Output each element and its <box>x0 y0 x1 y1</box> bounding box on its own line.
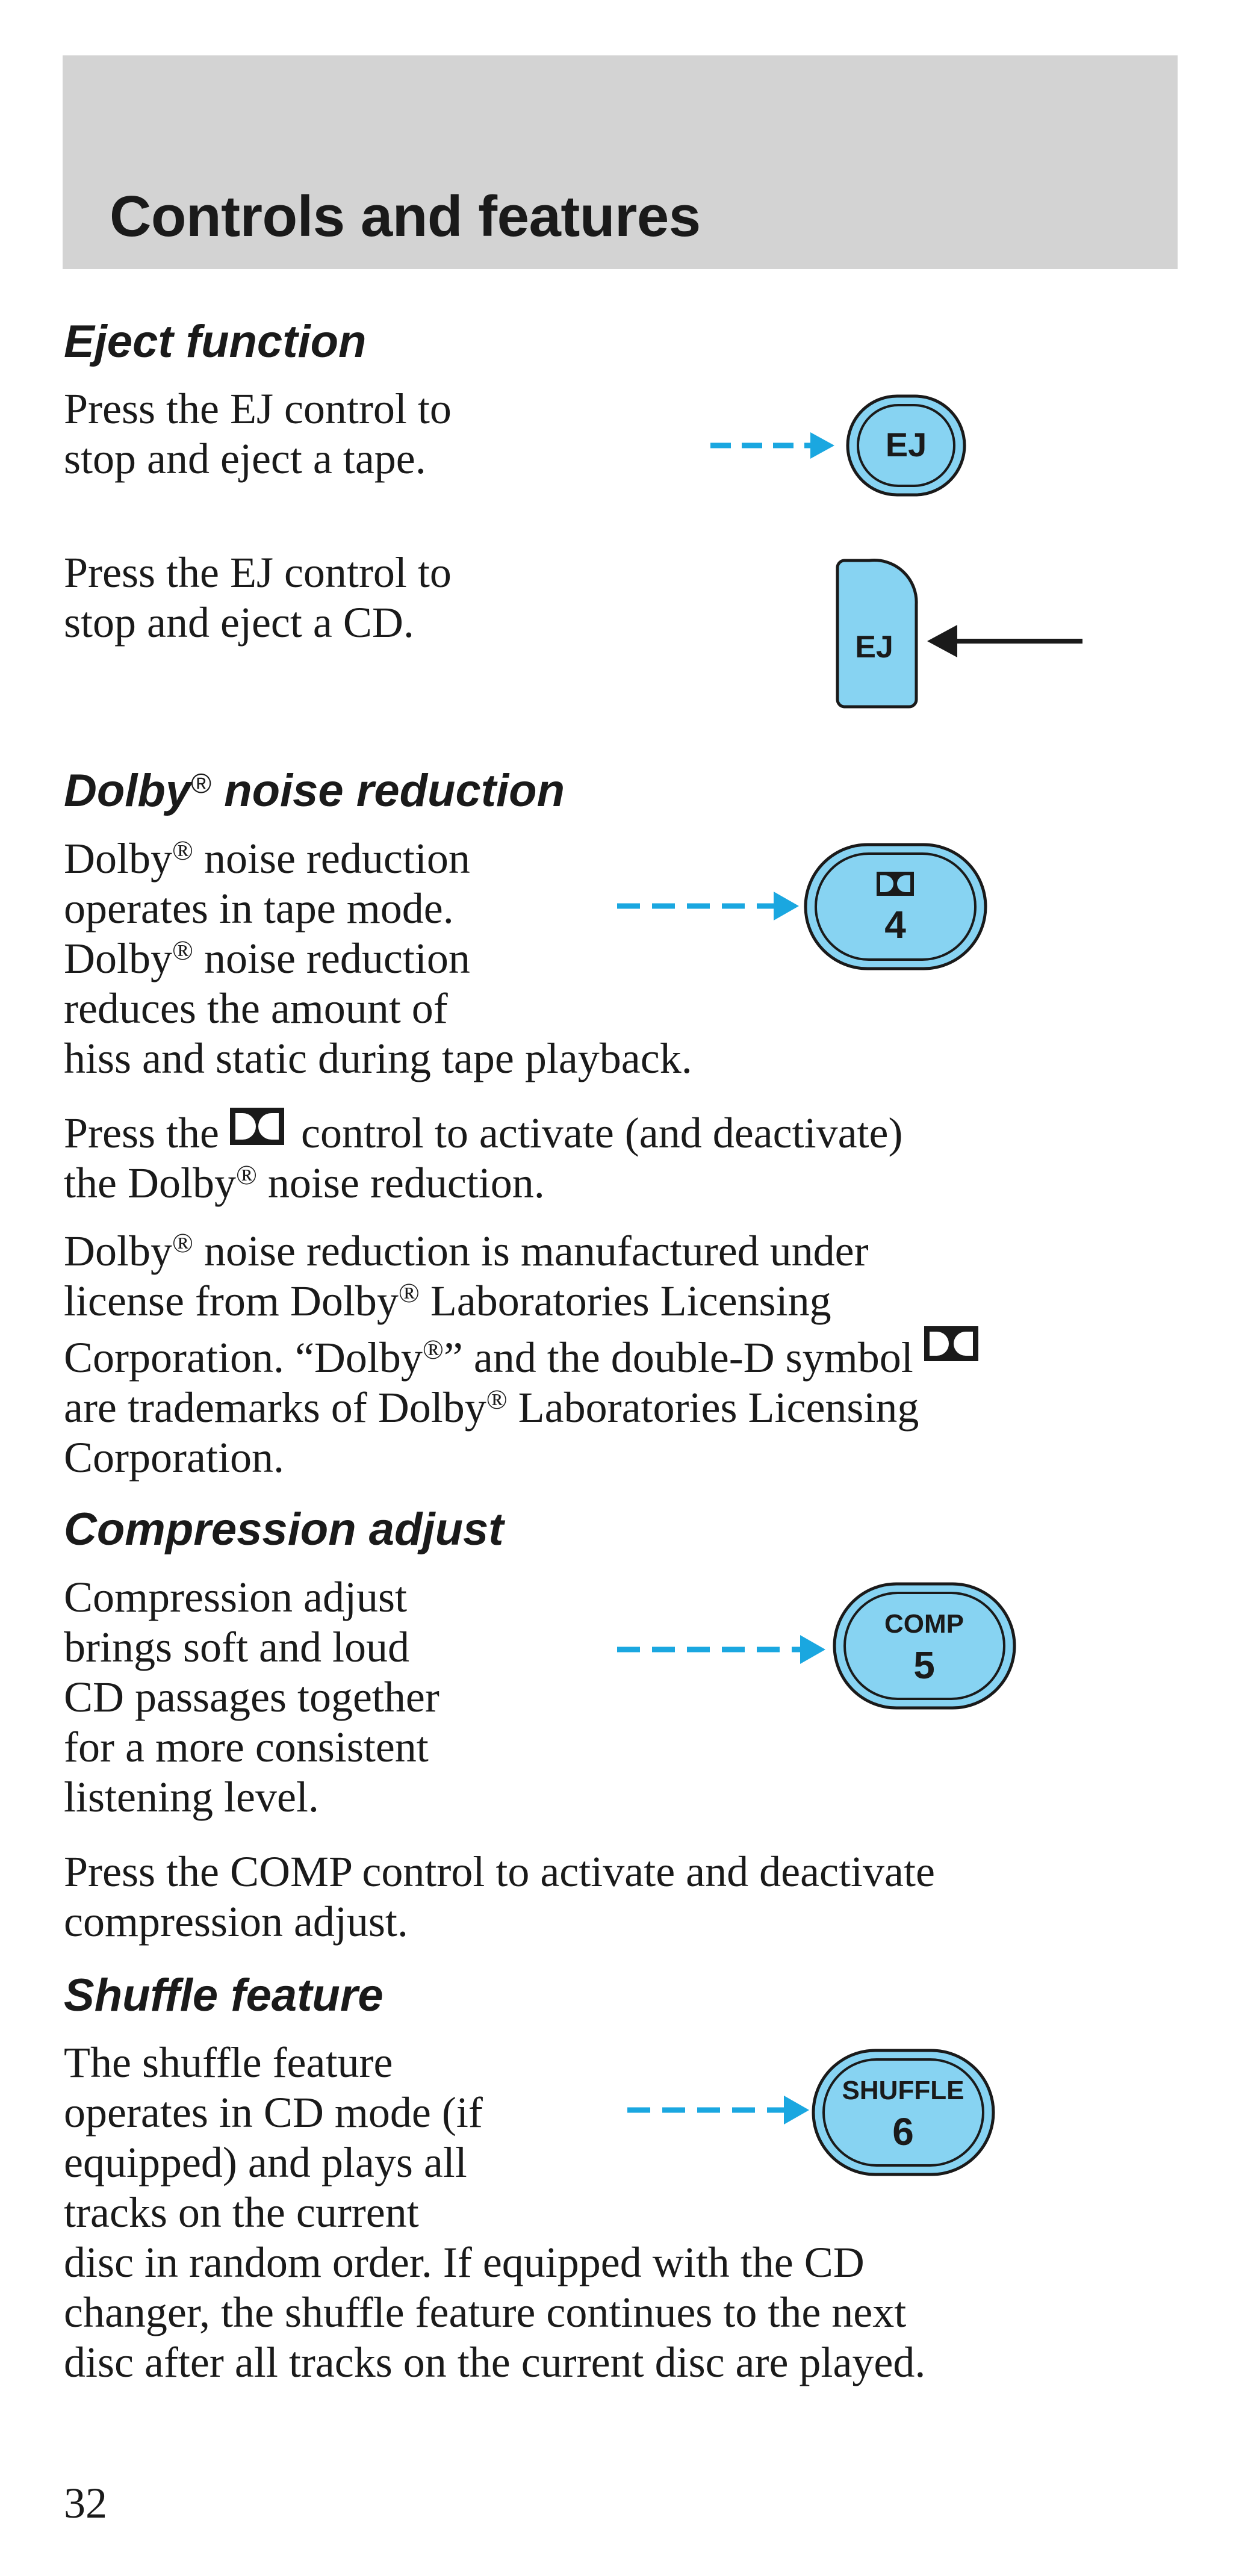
eject-cd-button[interactable]: EJ <box>836 559 920 709</box>
dolby-double-d-icon <box>924 1326 978 1361</box>
dashed-arrow-icon <box>617 892 799 920</box>
shuffle-heading: Shuffle feature <box>64 1970 384 2021</box>
eject-heading: Eject function <box>64 316 367 367</box>
dashed-arrow-icon <box>627 2096 809 2124</box>
solid-arrow-icon <box>927 625 1082 657</box>
dolby-paragraph-2: Press the control to activate (and deact… <box>64 1108 903 1207</box>
eject-tape-text: Press the EJ control to stop and eject a… <box>64 385 452 483</box>
comp-button-label: COMP <box>884 1609 964 1639</box>
compression-paragraph-1: Compression adjust brings soft and loud … <box>64 1573 439 1821</box>
dolby-heading: Dolby® noise reduction <box>64 765 565 816</box>
dolby-paragraph-1: Dolby® noise reduction operates in tape … <box>64 834 692 1082</box>
comp-button[interactable]: COMP 5 <box>833 1582 1016 1710</box>
eject-cd-button-label: EJ <box>855 630 893 665</box>
compression-paragraph-2: Press the COMP control to activate and d… <box>64 1848 935 1946</box>
dolby-paragraph-3: Dolby® noise reduction is manufactured u… <box>64 1226 980 1483</box>
dolby-double-d-icon <box>229 1108 284 1145</box>
eject-tape-button-label: EJ <box>886 426 927 464</box>
dashed-arrow-icon <box>710 432 834 459</box>
dashed-arrow-icon <box>617 1635 825 1664</box>
header-banner: Controls and features <box>63 55 1178 269</box>
shuffle-button-label: SHUFFLE <box>842 2076 964 2105</box>
page-title: Controls and features <box>110 184 701 249</box>
page-number: 32 <box>64 2479 107 2527</box>
dolby-button-number: 4 <box>884 903 906 946</box>
shuffle-paragraph: The shuffle feature operates in CD mode … <box>64 2038 926 2386</box>
eject-cd-text: Press the EJ control to stop and eject a… <box>64 548 452 647</box>
eject-tape-button[interactable]: EJ <box>846 394 966 497</box>
dolby-double-d-icon <box>877 872 914 896</box>
shuffle-button-number: 6 <box>892 2110 914 2153</box>
compression-heading: Compression adjust <box>64 1504 504 1555</box>
shuffle-button[interactable]: SHUFFLE 6 <box>812 2049 995 2176</box>
comp-button-number: 5 <box>913 1643 935 1687</box>
dolby-button[interactable]: 4 <box>804 843 987 970</box>
